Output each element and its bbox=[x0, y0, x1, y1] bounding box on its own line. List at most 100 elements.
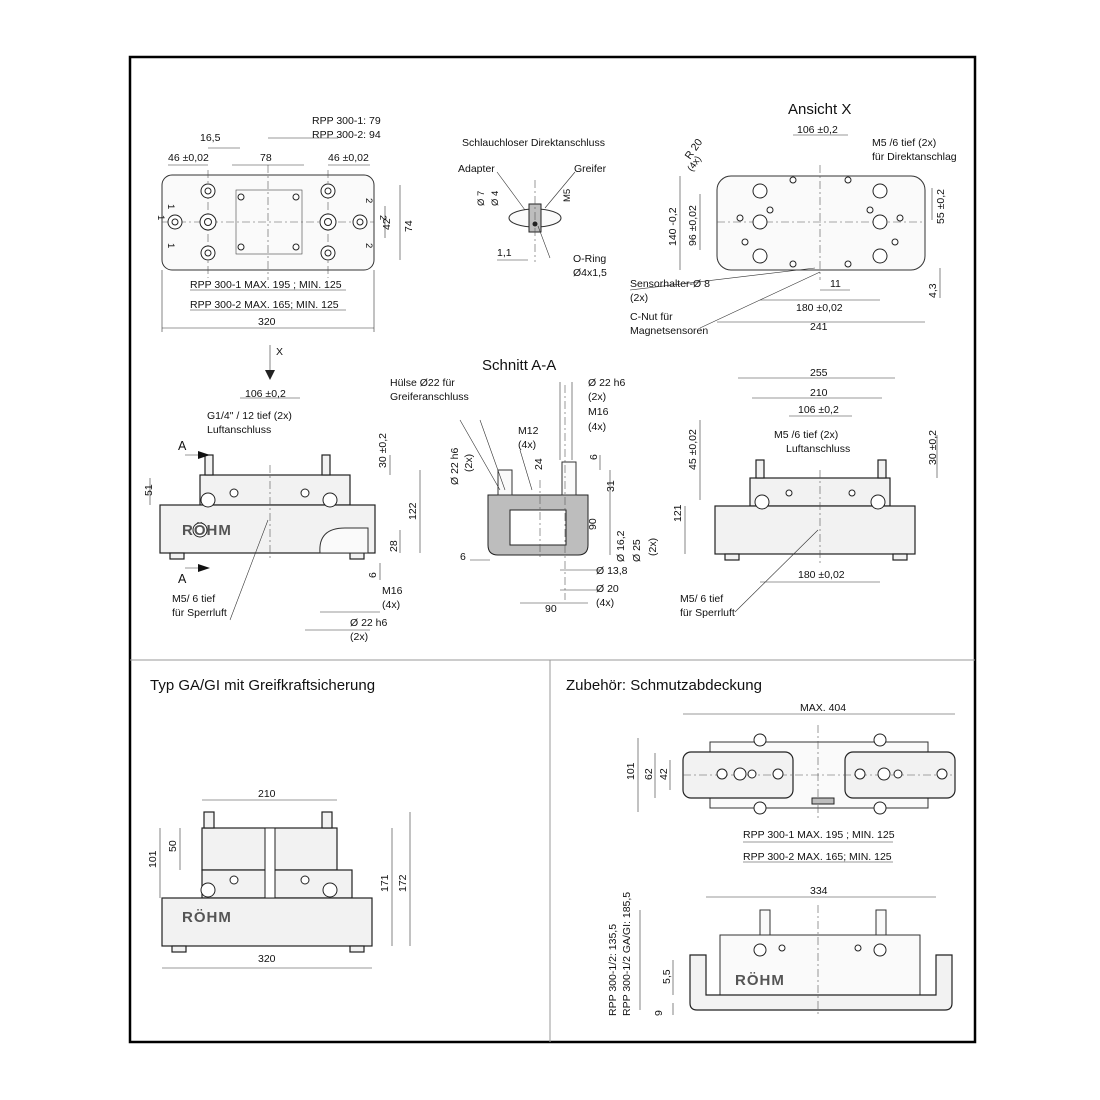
dim-d13-8: Ø 13,8 bbox=[596, 565, 628, 577]
view-x-title: Ansicht X bbox=[788, 101, 851, 118]
dim-d22-top-count: (2x) bbox=[588, 391, 606, 403]
port-mark-2b: 2 bbox=[363, 243, 374, 248]
port-mark-1b: 1 bbox=[165, 243, 176, 248]
dim-6-section: 6 bbox=[460, 551, 466, 563]
label-m12-count: (4x) bbox=[518, 439, 536, 451]
dim-46-left: 46 ±0,02 bbox=[168, 152, 209, 164]
dim-d25: Ø 25 bbox=[631, 539, 643, 562]
dim-d16-2: Ø 16,2 bbox=[615, 530, 627, 562]
side-view-left: X RÖHM 106 ±0,2 G1/4" / 12 tief (2x) Luf… bbox=[143, 345, 421, 643]
dim-74: 74 bbox=[403, 220, 415, 232]
dim-d22-side: Ø 22 h6 bbox=[449, 447, 461, 485]
dim-90-horizontal: 90 bbox=[545, 603, 557, 615]
dim-1-1: 1,1 bbox=[497, 247, 512, 259]
hoseless-title: Schlauchloser Direktanschluss bbox=[462, 137, 605, 149]
label-m16-section-count: (4x) bbox=[588, 421, 606, 433]
top-left-plan-view: 16,5 RPP 300-1: 79 RPP 300-2: 94 46 ±0,0… bbox=[155, 115, 415, 332]
dim-106-left: 106 ±0,2 bbox=[245, 388, 286, 400]
dim-ga-171: 171 bbox=[379, 874, 391, 892]
drawing-frame bbox=[128, 55, 977, 1044]
section-mark-a-top: A bbox=[178, 439, 187, 453]
dim-6-left: 6 bbox=[367, 572, 379, 578]
dim-4-3: 4,3 bbox=[927, 283, 939, 298]
zubehoer-title: Zubehör: Schmutzabdeckung bbox=[566, 677, 762, 694]
label-luftanschluss-left: Luftanschluss bbox=[207, 424, 271, 436]
section-mark-a-bottom: A bbox=[178, 572, 187, 586]
port-mark-2a: 2 bbox=[363, 198, 374, 203]
dim-30-right: 30 ±0,2 bbox=[927, 430, 939, 465]
dim-cover-101: 101 bbox=[625, 762, 637, 780]
dim-255: 255 bbox=[810, 367, 828, 379]
ga-gi-title: Typ GA/GI mit Greifkraftsicherung bbox=[150, 677, 375, 694]
rohm-logo-left: RÖHM bbox=[182, 522, 232, 539]
dim-334: 334 bbox=[810, 885, 828, 897]
dim-ga-101: 101 bbox=[147, 850, 159, 868]
side-view-right: 255 210 106 ±0,2 M5 /6 tief (2x) Luftans… bbox=[672, 367, 939, 619]
label-huelse: Hülse Ø22 für bbox=[390, 377, 455, 389]
dim-ga-172: 172 bbox=[397, 874, 409, 892]
dim-31: 31 bbox=[605, 480, 617, 492]
label-fuer-direktanschlag: für Direktanschlag bbox=[872, 151, 957, 163]
label-c-nut: C-Nut für bbox=[630, 311, 673, 323]
dim-11: 11 bbox=[830, 278, 841, 290]
dim-180: 180 ±0,02 bbox=[796, 302, 843, 314]
section-a-a-title: Schnitt A-A bbox=[482, 357, 556, 374]
label-cover-rpp300-1: RPP 300-1 MAX. 195 ; MIN. 125 bbox=[743, 829, 895, 841]
label-sensorhalter: Sensorhalter-Ø 8 bbox=[630, 278, 710, 290]
label-sensorhalter-count: (2x) bbox=[630, 292, 648, 304]
dim-rpp300-1-79: RPP 300-1: 79 bbox=[312, 115, 381, 127]
dim-ga-320: 320 bbox=[258, 953, 276, 965]
dim-78: 78 bbox=[260, 152, 272, 164]
dim-rpp300-1-range: RPP 300-1 MAX. 195 ; MIN. 125 bbox=[190, 279, 342, 291]
label-fuer-sperrluft-right: für Sperrluft bbox=[680, 607, 735, 619]
dim-5-5: 5,5 bbox=[661, 969, 673, 984]
dim-d22-top: Ø 22 h6 bbox=[588, 377, 626, 389]
dim-16-5: 16,5 bbox=[200, 132, 221, 144]
dim-122: 122 bbox=[407, 502, 419, 520]
rohm-logo-ga: RÖHM bbox=[182, 909, 232, 926]
dim-24: 24 bbox=[533, 458, 545, 470]
dim-45: 45 ±0,02 bbox=[687, 429, 699, 470]
label-view-x-arrow: X bbox=[276, 346, 283, 358]
dim-90-vertical: 90 bbox=[587, 518, 599, 530]
dim-d20: Ø 20 bbox=[596, 583, 619, 595]
dim-106-right: 106 ±0,2 bbox=[798, 404, 839, 416]
dim-m5: M5 bbox=[562, 189, 573, 202]
label-height-ga: RPP 300-1/2 GA/GI: 185,5 bbox=[621, 892, 633, 1016]
dim-42: 42 bbox=[381, 218, 393, 230]
mount-holes bbox=[167, 183, 368, 261]
plate-outline bbox=[161, 174, 375, 271]
view-x-outline bbox=[716, 175, 926, 271]
dim-d25-count: (2x) bbox=[647, 538, 659, 556]
label-m16-count-left: (4x) bbox=[382, 599, 400, 611]
dim-51: 51 bbox=[143, 484, 155, 496]
dim-d7: Ø 7 bbox=[476, 191, 487, 206]
dim-96: 96 ±0,02 bbox=[687, 205, 699, 246]
label-o-ring: O-Ring bbox=[573, 253, 606, 265]
dim-d22-count-left: (2x) bbox=[350, 631, 368, 643]
port-mark-1a: 1 bbox=[165, 204, 176, 209]
label-o-ring-size: Ø4x1,5 bbox=[573, 267, 607, 279]
dim-9: 9 bbox=[653, 1010, 665, 1016]
dim-rpp300-2-94: RPP 300-2: 94 bbox=[312, 129, 381, 141]
label-cover-rpp300-2: RPP 300-2 MAX. 165; MIN. 125 bbox=[743, 851, 892, 863]
label-m16-section: M16 bbox=[588, 406, 609, 418]
label-m16-left: M16 bbox=[382, 585, 403, 597]
label-m5-sperrluft-right: M5/ 6 tief bbox=[680, 593, 723, 605]
dim-28: 28 bbox=[388, 540, 400, 552]
label-greiferanschluss: Greiferanschluss bbox=[390, 391, 469, 403]
port-mark-1c: 1 bbox=[155, 215, 166, 220]
dim-55: 55 ±0,2 bbox=[935, 189, 947, 224]
dim-ga-210: 210 bbox=[258, 788, 276, 800]
label-fuer-sperrluft-left: für Sperrluft bbox=[172, 607, 227, 619]
dim-121: 121 bbox=[672, 504, 684, 522]
ga-gi-view: Typ GA/GI mit Greifkraftsicherung RÖHM 2… bbox=[147, 677, 411, 969]
label-g14: G1/4" / 12 tief (2x) bbox=[207, 410, 292, 422]
label-greifer: Greifer bbox=[574, 163, 607, 175]
dim-d22-left: Ø 22 h6 bbox=[350, 617, 388, 629]
dim-d22-side-count: (2x) bbox=[463, 454, 475, 472]
dim-max-404: MAX. 404 bbox=[800, 702, 846, 714]
label-magnetsensoren: Magnetsensoren bbox=[630, 325, 708, 337]
dim-d4: Ø 4 bbox=[490, 191, 501, 206]
